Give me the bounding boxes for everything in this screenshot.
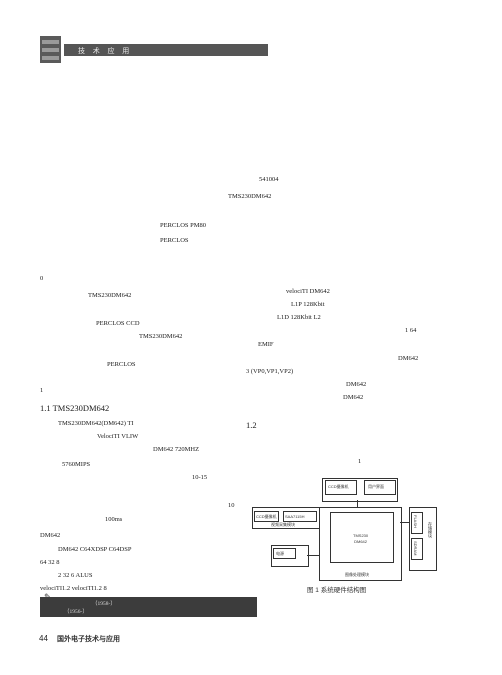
- author-note-1: （1958-）: [92, 601, 116, 607]
- right-line-7: 3 (VP0,VP1,VP2): [246, 368, 294, 375]
- body-line-4: 5760MIPS: [62, 461, 91, 468]
- body-line-12: velociTI1.2 velociTI1.2 8: [40, 585, 107, 592]
- body-line-7: 100ms: [105, 516, 123, 523]
- author-zip: 541004: [259, 176, 279, 183]
- body-line-9: DM642 C64XDSP C64DSP: [58, 546, 132, 553]
- body-line-6: 10: [228, 502, 235, 509]
- body-line-10: 64 32 8: [40, 559, 60, 566]
- abstract-chip-name: TMS230DM642: [228, 193, 272, 200]
- section-1-2-heading: 1.2: [246, 420, 257, 430]
- diagram-center-chip: TMS230 DM642: [330, 512, 394, 563]
- right-line-2: L1P 128Kbit: [291, 301, 325, 308]
- section-title: 技 术 应 用: [78, 47, 133, 55]
- figure-reference: 1: [358, 458, 362, 465]
- right-line-4: 1 64: [405, 327, 417, 334]
- diagram-connector-top: [357, 500, 358, 510]
- diagram-right-box-2: SDRAM: [411, 538, 423, 560]
- journal-name: 国外电子技术与应用: [57, 635, 120, 643]
- figure-caption: 图 1 系统硬件结构图: [307, 587, 367, 594]
- journal-logo: [40, 36, 61, 63]
- section-1-1-heading: 1.1 TMS230DM642: [40, 403, 110, 413]
- section-1-heading: 1: [40, 387, 44, 394]
- keywords-perclos: PERCLOS: [160, 237, 189, 244]
- intro-line-chip-2: TMS230DM642: [139, 333, 183, 340]
- diagram-connector-bottom: [307, 555, 319, 556]
- body-line-1: TMS230DM642(DM642) TI: [58, 420, 134, 427]
- diagram-left-box-1: CCD摄像机: [254, 511, 279, 522]
- right-line-8: DM642: [346, 381, 367, 388]
- right-line-3: L1D 128Kbit L2: [277, 314, 321, 321]
- author-note-2: （1956-）: [64, 609, 88, 615]
- body-line-3: DM642 720MHZ: [153, 446, 200, 453]
- section-0-heading: 0: [40, 275, 44, 282]
- right-line-1: velociTI DM642: [286, 288, 330, 295]
- intro-line-perclos-ccd: PERCLOS CCD: [96, 320, 140, 327]
- intro-line-chip: TMS230DM642: [88, 292, 132, 299]
- right-line-6: DM642: [398, 355, 419, 362]
- body-line-2: VelociTI VLIW: [97, 433, 139, 440]
- section-banner: [64, 44, 268, 56]
- body-line-8: DM642: [40, 532, 61, 539]
- diagram-right-box-1: FLASH: [411, 512, 423, 534]
- page-number: 44: [39, 634, 48, 643]
- intro-line-perclos: PERCLOS: [107, 361, 136, 368]
- abstract-perclos-pm80: PERCLOS PM80: [160, 222, 207, 229]
- body-line-5: 10-15: [192, 474, 208, 481]
- body-line-11: 2 32 6 ALUS: [58, 572, 93, 579]
- author-note-bar: [40, 597, 257, 617]
- right-line-5: EMIF: [258, 341, 274, 348]
- diagram-left-box-2: SAA7115H: [283, 511, 317, 522]
- diagram-top-right-box: 用户界面: [364, 480, 396, 495]
- right-line-9: DM642: [343, 394, 364, 401]
- diagram-bottom-left-box: 电源: [273, 548, 296, 559]
- diagram-connector-right: [400, 522, 409, 523]
- diagram-top-left-box: CCD摄像机: [325, 480, 357, 495]
